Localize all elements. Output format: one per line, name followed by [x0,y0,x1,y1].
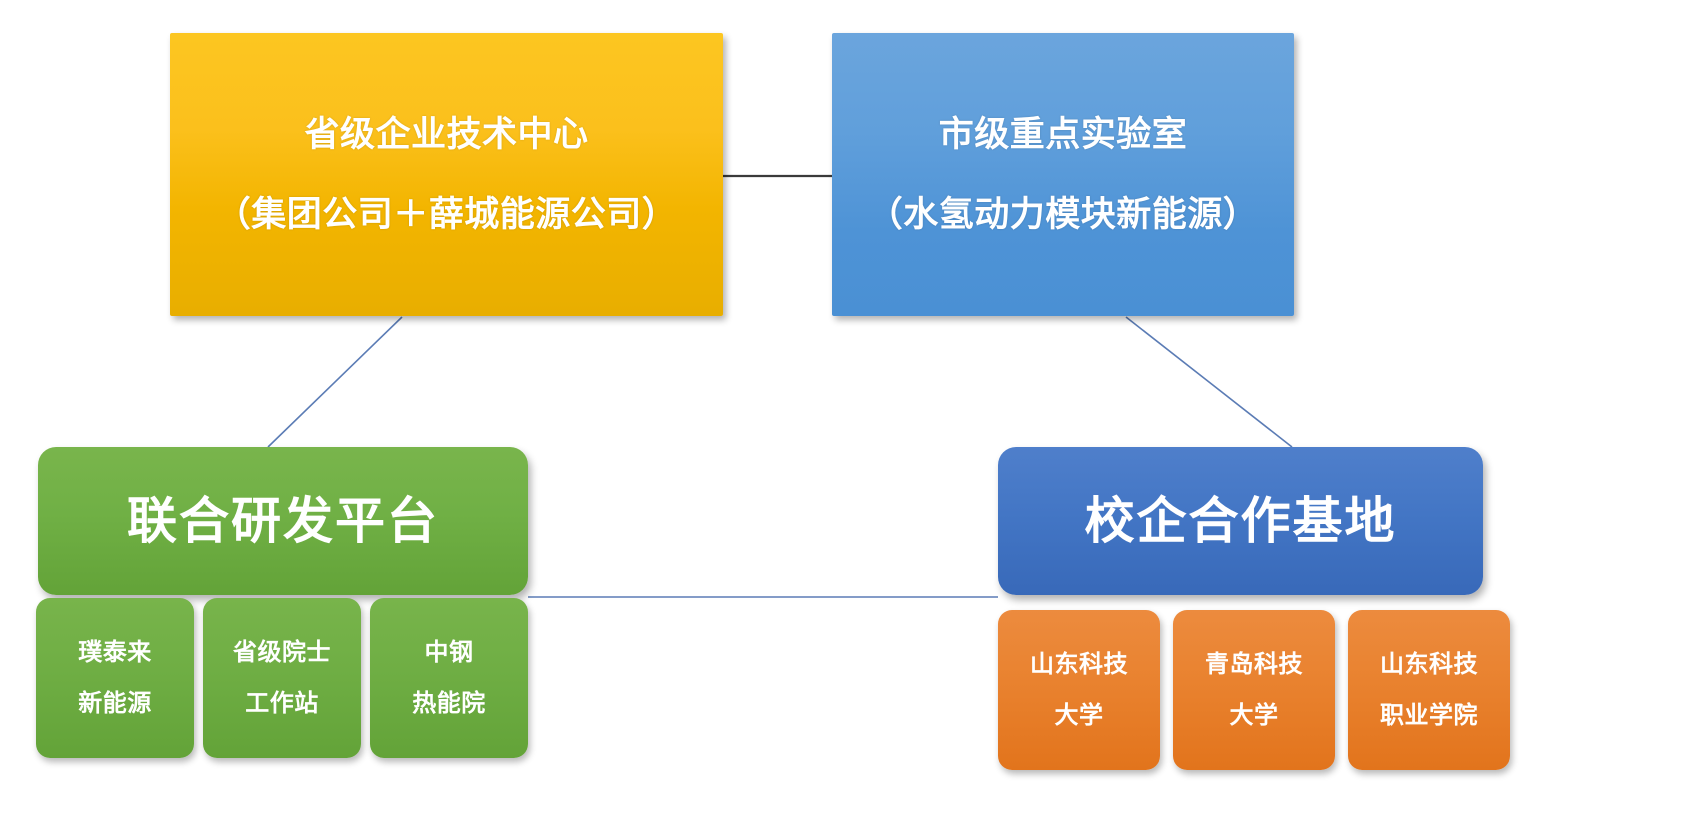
leaf-label-line2: 新能源 [78,690,152,717]
leaf-label-line1: 省级院士 [233,638,331,666]
node-school-enterprise-cooperation-base[interactable]: 校企合作基地 [998,447,1483,595]
leaf-label-line1: 璞泰来 [78,638,152,666]
node-shandong-university-of-science-and-technology[interactable]: 山东科技 大学 [998,610,1160,770]
node-qingdao-university-of-science-and-technology[interactable]: 青岛科技 大学 [1173,610,1335,770]
node-putailai-new-energy[interactable]: 璞泰来 新能源 [36,598,194,758]
connector-tech-center-to-joint-platform [267,316,403,448]
node-shandong-vocational-college-of-science-and-technology[interactable]: 山东科技 职业学院 [1348,610,1510,770]
node-municipal-key-laboratory[interactable]: 市级重点实验室 （水氢动力模块新能源） [832,33,1294,316]
node-school-base-label: 校企合作基地 [1084,492,1397,549]
node-tech-center-line1: 省级企业技术中心 [304,114,589,154]
node-sinosteel-thermal-energy-institute[interactable]: 中钢 热能院 [370,598,528,758]
leaf-label-line2: 大学 [1054,702,1104,729]
leaf-label-line2: 职业学院 [1380,702,1478,729]
node-joint-rd-platform[interactable]: 联合研发平台 [38,447,528,595]
leaf-label-line1: 中钢 [424,638,474,666]
node-tech-center-line2: （集团公司＋薛城能源公司） [215,194,678,234]
node-provincial-enterprise-technology-center[interactable]: 省级企业技术中心 （集团公司＋薛城能源公司） [170,33,723,316]
node-key-lab-line1: 市级重点实验室 [938,114,1188,154]
node-provincial-academician-workstation[interactable]: 省级院士 工作站 [203,598,361,758]
node-joint-platform-label: 联合研发平台 [127,492,439,549]
leaf-label-line1: 青岛科技 [1205,650,1303,678]
connector-key-lab-to-school-base [1125,316,1293,448]
leaf-label-line1: 山东科技 [1380,650,1478,678]
leaf-label-line2: 热能院 [412,690,486,717]
node-key-lab-line2: （水氢动力模块新能源） [867,194,1259,234]
leaf-label-line2: 工作站 [245,690,319,717]
leaf-label-line2: 大学 [1229,702,1279,729]
leaf-label-line1: 山东科技 [1030,650,1128,678]
